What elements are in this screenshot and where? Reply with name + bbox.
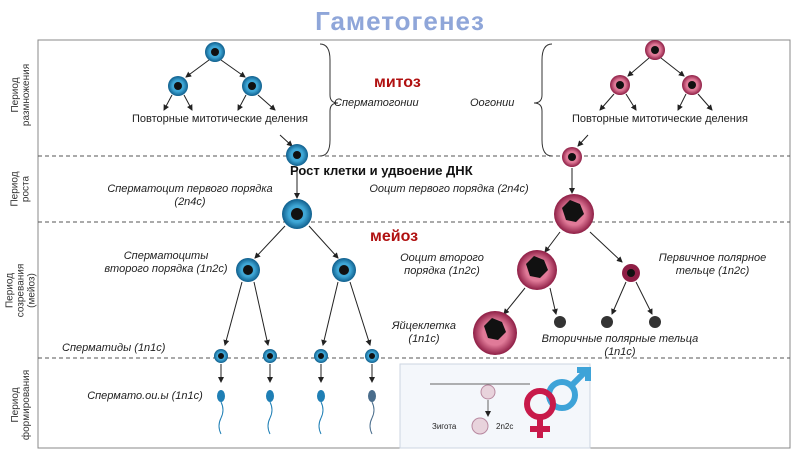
spermatozoon xyxy=(266,390,274,402)
male-spermatogonia-tree xyxy=(163,42,308,199)
spermatozoa-label: Спермато.ои.ы (1n1c) xyxy=(87,390,203,402)
zygote-ploidy-label: 2n2c xyxy=(496,422,514,431)
spermatozoon xyxy=(217,390,225,402)
spermatocyte1-label: Сперматоцит первого порядка (2n4c) xyxy=(107,183,273,208)
polar-body1-label: Первичное полярное тельце (1n2c) xyxy=(658,252,767,277)
spermatids-label: Сперматиды (1n1c) xyxy=(62,342,166,354)
phase-meiosis: мейоз xyxy=(370,228,419,245)
male-repeated-divisions-label: Повторные митотические деления xyxy=(132,113,308,125)
oocyte2-label: Ооцит второго порядка (1n2c) xyxy=(400,252,484,277)
zygote-label: Зигота xyxy=(432,422,457,431)
oocyte1-label: Ооцит первого порядка (2n4c) xyxy=(369,183,529,195)
phase-growth-text: Рост клетки и удвоение ДНК xyxy=(290,163,473,178)
brace-female xyxy=(533,43,553,157)
female-repeated-divisions-label: Повторные митотические деления xyxy=(572,113,748,125)
female-oogonia-tree xyxy=(562,40,713,194)
brace-male xyxy=(319,43,339,157)
spermatocyte2-label: Сперматоциты второго порядка (1n2c) xyxy=(104,250,228,275)
egg-label: Яйцеклетка (1n1c) xyxy=(392,320,456,345)
oogonia-label: Оогонии xyxy=(470,97,515,109)
polar-bodies2-label: Вторичные полярные тельца (1n1c) xyxy=(541,333,699,358)
polar-body2 xyxy=(601,316,613,328)
spermatozoon xyxy=(317,390,325,402)
gender-symbols xyxy=(524,367,591,438)
spermatids-row xyxy=(214,349,379,363)
spermatozoon xyxy=(368,390,376,402)
page-title: Гаметогенез xyxy=(315,6,485,36)
polar-body2 xyxy=(554,316,566,328)
spermatogonia-label: Сперматогонии xyxy=(334,97,419,109)
spermatozoa-row xyxy=(217,390,376,435)
polar-body2 xyxy=(649,316,661,328)
phase-mitosis: митоз xyxy=(374,74,421,91)
